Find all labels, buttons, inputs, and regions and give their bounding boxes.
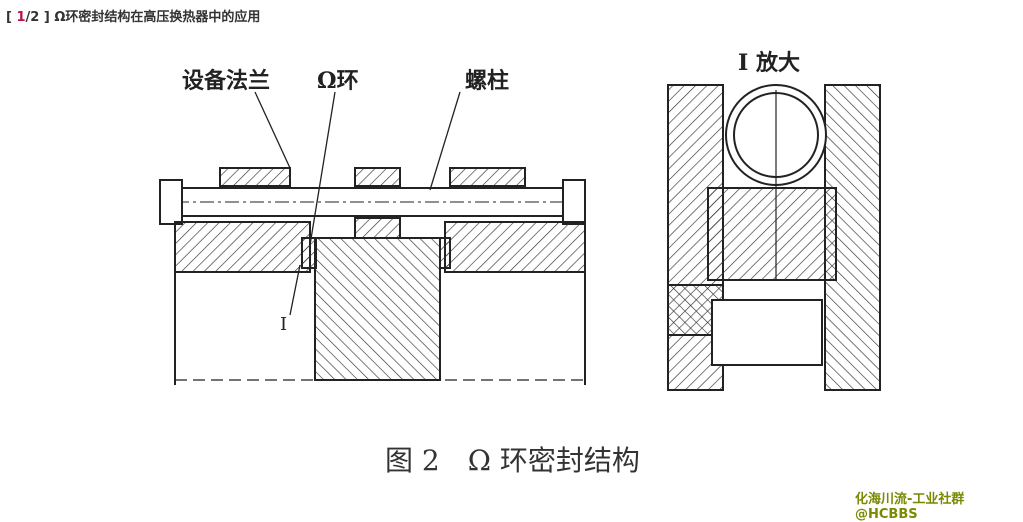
omega-ring-seal-diagram: 设备法兰 Ω环 螺柱 I I 放大 图 2 Ω 环密封结构 [159, 50, 881, 477]
label-stud: 螺柱 [465, 68, 509, 94]
image-title: Ω环密封结构在高压换热器中的应用 [54, 10, 261, 25]
detail-enlarged-view [667, 84, 881, 391]
label-detail-view: I 放大 [738, 50, 800, 76]
current-page-number[interactable]: 1 [16, 10, 26, 25]
image-title-bar: [ 1/2 ] Ω环密封结构在高压换热器中的应用 [6, 6, 260, 25]
label-detail-marker: I [280, 314, 287, 335]
bracket-open: [ [6, 10, 17, 25]
main-section-view [159, 91, 586, 385]
watermark: 化海川流-工业社群@HCBBS [855, 492, 965, 522]
label-equipment-flange: 设备法兰 [182, 68, 270, 94]
figure-caption: 图 2 Ω 环密封结构 [385, 444, 640, 477]
page-total: /2 ] [25, 10, 50, 25]
label-omega-ring: Ω环 [317, 68, 359, 94]
